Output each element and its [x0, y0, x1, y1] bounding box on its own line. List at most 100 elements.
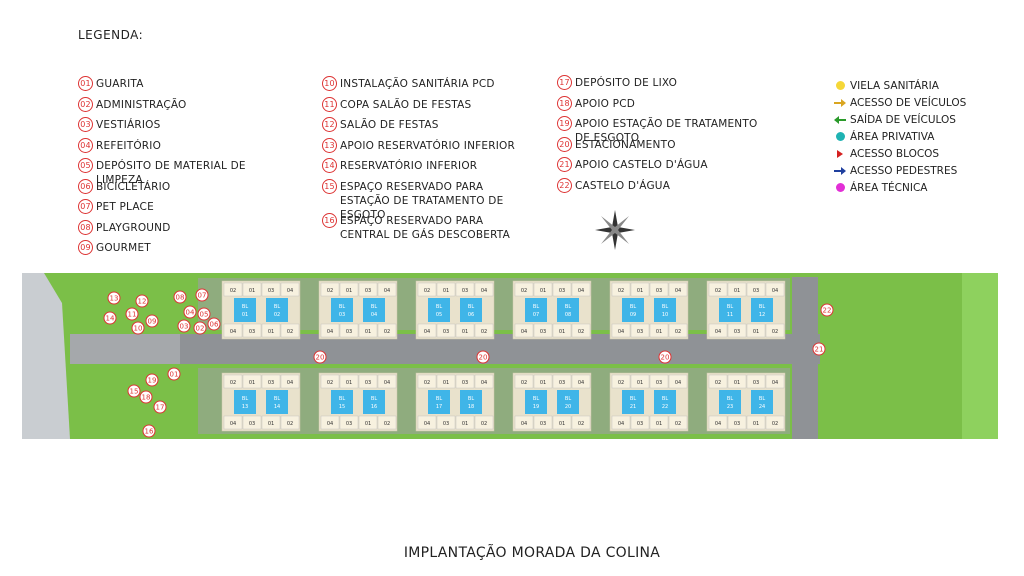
teal-dot-icon	[834, 132, 846, 142]
unit-number: 02	[715, 288, 721, 294]
map-marker-label: 12	[138, 298, 147, 306]
block-private-area	[460, 298, 482, 322]
map-marker	[183, 305, 197, 319]
legend-number-badge: 02	[78, 96, 93, 112]
unit-number: 03	[540, 421, 546, 427]
block-prefix: BL	[468, 396, 474, 402]
block-private-area	[460, 390, 482, 414]
unit-number: 01	[443, 288, 449, 294]
unit-cell	[514, 282, 534, 297]
legend-label: INSTALAÇÃO SANITÁRIA PCD	[340, 78, 495, 90]
unit-number: 02	[230, 288, 236, 294]
compass-rose-icon	[595, 210, 635, 250]
map-marker	[139, 390, 153, 404]
unit-number: 04	[384, 288, 390, 294]
block-private-area	[428, 298, 450, 322]
block-private-area	[234, 390, 256, 414]
map-marker	[103, 311, 117, 325]
block-prefix: BL	[662, 304, 668, 310]
unit-number: 04	[384, 380, 390, 386]
map-caption: IMPLANTAÇÃO MORADA DA COLINA	[403, 545, 661, 561]
legend-label: DEPÓSITO DE MATERIAL DE LIMPEZA	[96, 160, 246, 186]
map-marker-label: 13	[110, 295, 119, 303]
unit-number: 04	[578, 288, 584, 294]
map-marker-label: 09	[148, 318, 157, 326]
legend-number-badge: 15	[322, 178, 337, 194]
unit-number: 02	[287, 421, 293, 427]
block-private-area	[525, 390, 547, 414]
unit-number: 01	[559, 329, 565, 335]
unit-cell	[358, 282, 378, 297]
unit-number: 01	[559, 421, 565, 427]
unit-number: 04	[521, 421, 527, 427]
unit-cell	[668, 282, 688, 297]
unit-cell	[474, 323, 494, 338]
unit-number: 01	[268, 421, 274, 427]
map-marker-label: 01	[170, 371, 179, 379]
unit-number: 02	[327, 288, 333, 294]
unit-cell	[474, 374, 494, 389]
map-marker	[173, 290, 187, 304]
unit-number: 04	[618, 329, 624, 335]
unit-cell	[765, 282, 785, 297]
unit-cell	[358, 415, 378, 430]
unit-cell	[417, 415, 437, 430]
unit-cell	[571, 323, 591, 338]
map-marker	[107, 291, 121, 305]
unit-number: 04	[287, 380, 293, 386]
block-private-area	[331, 298, 353, 322]
unit-number: 02	[618, 288, 624, 294]
legend-number-badge: 17	[557, 75, 572, 90]
unit-number: 03	[365, 380, 371, 386]
legend-label: REFEITÓRIO	[96, 139, 162, 152]
block-label: 01	[242, 312, 248, 318]
map-marker	[193, 321, 207, 335]
map-marker	[153, 400, 167, 414]
block-private-area	[622, 390, 644, 414]
unit-cell	[746, 374, 766, 389]
arrow-left-icon	[834, 115, 846, 125]
block-prefix: BL	[759, 396, 765, 402]
unit-number: 03	[346, 421, 352, 427]
unit-cell	[668, 374, 688, 389]
unit-number: 04	[521, 329, 527, 335]
map-marker	[145, 373, 159, 387]
unit-cell	[649, 415, 669, 430]
legend-label: APOIO ESTAÇÃO DE TRATAMENTO DE ESGOTO	[575, 118, 758, 144]
unit-cell	[552, 374, 572, 389]
unit-number: 02	[521, 380, 527, 386]
unit-cell	[649, 323, 669, 338]
unit-cell	[339, 415, 359, 430]
unit-number: 03	[637, 421, 643, 427]
map-marker-label: 16	[145, 428, 154, 436]
block-private-area	[751, 298, 773, 322]
unit-cell	[280, 282, 300, 297]
unit-number: 02	[287, 329, 293, 335]
unit-cell	[533, 282, 553, 297]
map-marker	[167, 367, 181, 381]
unit-cell	[514, 374, 534, 389]
unit-cell	[320, 282, 340, 297]
site-plan-map: 0204010303010402BL01BL020204010303010402…	[22, 273, 998, 439]
block-label: 08	[565, 312, 571, 318]
unit-cell	[708, 323, 728, 338]
map-marker-label: 20	[316, 354, 325, 362]
legend-number-badge: 20	[557, 136, 572, 152]
unit-number: 03	[559, 380, 565, 386]
unit-cell	[280, 415, 300, 430]
unit-cell	[765, 323, 785, 338]
unit-number: 04	[675, 380, 681, 386]
block-label: 20	[565, 404, 571, 410]
map-marker	[658, 350, 672, 364]
unit-cell	[746, 323, 766, 338]
unit-cell	[455, 282, 475, 297]
symbol-key-label: ACESSO BLOCOS	[850, 147, 940, 160]
block-label: 04	[371, 312, 377, 318]
unit-cell	[514, 415, 534, 430]
